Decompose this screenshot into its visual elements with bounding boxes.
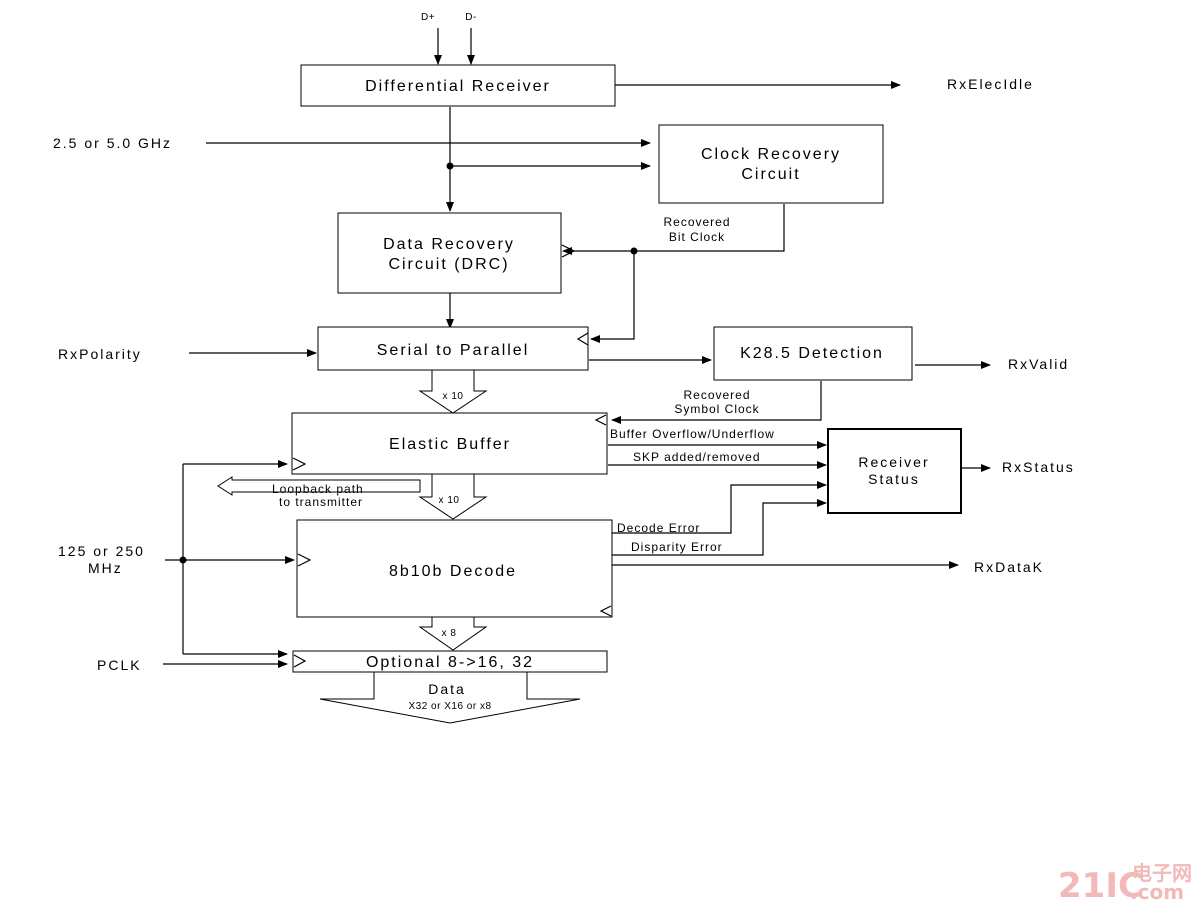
- elastic-buffer-block: [291, 412, 608, 475]
- clock-freq-label-line1: 125 or 250: [58, 543, 145, 559]
- bus-width-x10-label: x 10: [443, 391, 464, 402]
- serial-to-parallel-block: [317, 326, 589, 371]
- recovered-symbol-clock-label-line1: Recovered: [683, 388, 750, 402]
- data-recovery-label-line1: Data Recovery: [383, 236, 515, 253]
- clock-input-symbol: [561, 244, 576, 258]
- pclk-label: PCLK: [97, 657, 142, 673]
- rx-polarity-label: RxPolarity: [58, 346, 142, 362]
- skp-label: SKP added/removed: [633, 450, 761, 464]
- k285-detection-block: [713, 326, 913, 381]
- clock-input-symbol: [599, 605, 612, 617]
- bus-arrow-x10-a: [418, 369, 488, 414]
- clock-input-symbol: [292, 457, 307, 471]
- disparity-error-label: Disparity Error: [631, 540, 723, 554]
- receiver-status-label-line2: Status: [868, 471, 920, 487]
- serial-to-parallel-label: Serial to Parallel: [377, 342, 530, 359]
- clock-recovery-block: [658, 124, 884, 204]
- receiver-status-label-line1: Receiver: [858, 454, 929, 470]
- watermark-logo: 21IC 电子网 .com: [1058, 861, 1192, 906]
- recovered-bit-clock-label-line1: Recovered: [663, 215, 730, 229]
- k285-detection-label: K28.5 Detection: [740, 345, 884, 362]
- elastic-buffer-label: Elastic Buffer: [389, 436, 511, 453]
- clock-input-symbol: [576, 332, 589, 346]
- decode-error-label: Decode Error: [617, 521, 700, 535]
- bus-arrow-x8: [418, 616, 488, 651]
- bus-width-x8-label: x 8: [442, 628, 457, 639]
- optional-widener-block: [292, 650, 608, 673]
- clock-freq-label-line2: MHz: [88, 560, 123, 576]
- rx-valid-label: RxValid: [1008, 356, 1069, 372]
- loopback-arrow: [217, 476, 421, 496]
- recovered-bit-clock-label-line2: Bit Clock: [669, 230, 725, 244]
- symbol-clock-line: [611, 381, 822, 424]
- data-width-label: X32 or X16 or x8: [408, 701, 491, 712]
- data-output-label: Data: [428, 681, 466, 697]
- optional-widener-label: Optional 8->16, 32: [366, 654, 534, 671]
- rx-elec-idle-label: RxElecIdle: [947, 76, 1034, 92]
- clock-recovery-label-line1: Clock Recovery: [701, 146, 841, 163]
- data-recovery-block: [337, 212, 562, 294]
- differential-receiver-label: Differential Receiver: [365, 78, 551, 95]
- bus-arrow-x10-b: [418, 473, 488, 520]
- clock-input-symbol: [293, 654, 307, 668]
- watermark-main: 21IC: [1058, 866, 1143, 906]
- watermark-sub: 电子网: [1132, 861, 1192, 885]
- bit-clock-to-s2p-line: [590, 251, 635, 343]
- bus-width-x10-label: x 10: [439, 495, 460, 506]
- decode-error-line: [612, 481, 827, 534]
- decode-label: 8b10b Decode: [389, 563, 517, 580]
- loopback-label-line1: Loopback path: [272, 482, 364, 496]
- bus-arrow-data-out: [319, 671, 581, 724]
- watermark-domain: .com: [1130, 880, 1184, 904]
- clock-input-symbol: [297, 553, 312, 567]
- clock-recovery-label-line2: Circuit: [741, 166, 800, 183]
- buffer-overflow-label: Buffer Overflow/Underflow: [610, 427, 775, 441]
- loopback-label-line2: to transmitter: [279, 495, 363, 509]
- rx-data-k-label: RxDataK: [974, 559, 1044, 575]
- data-recovery-label-line2: Circuit (DRC): [388, 256, 509, 273]
- differential-receiver-block: [300, 64, 616, 107]
- recovered-symbol-clock-label-line2: Symbol Clock: [674, 402, 759, 416]
- junction-dot: [179, 556, 187, 564]
- receiver-status-block: [827, 428, 962, 514]
- freq-label: 2.5 or 5.0 GHz: [53, 135, 172, 151]
- clock-input-symbol: [594, 414, 607, 426]
- disparity-error-line: [612, 499, 827, 556]
- decode-block: [296, 519, 613, 618]
- d-plus-label: D+: [421, 12, 435, 23]
- rx-status-label: RxStatus: [1002, 459, 1075, 475]
- d-minus-label: D-: [465, 12, 477, 23]
